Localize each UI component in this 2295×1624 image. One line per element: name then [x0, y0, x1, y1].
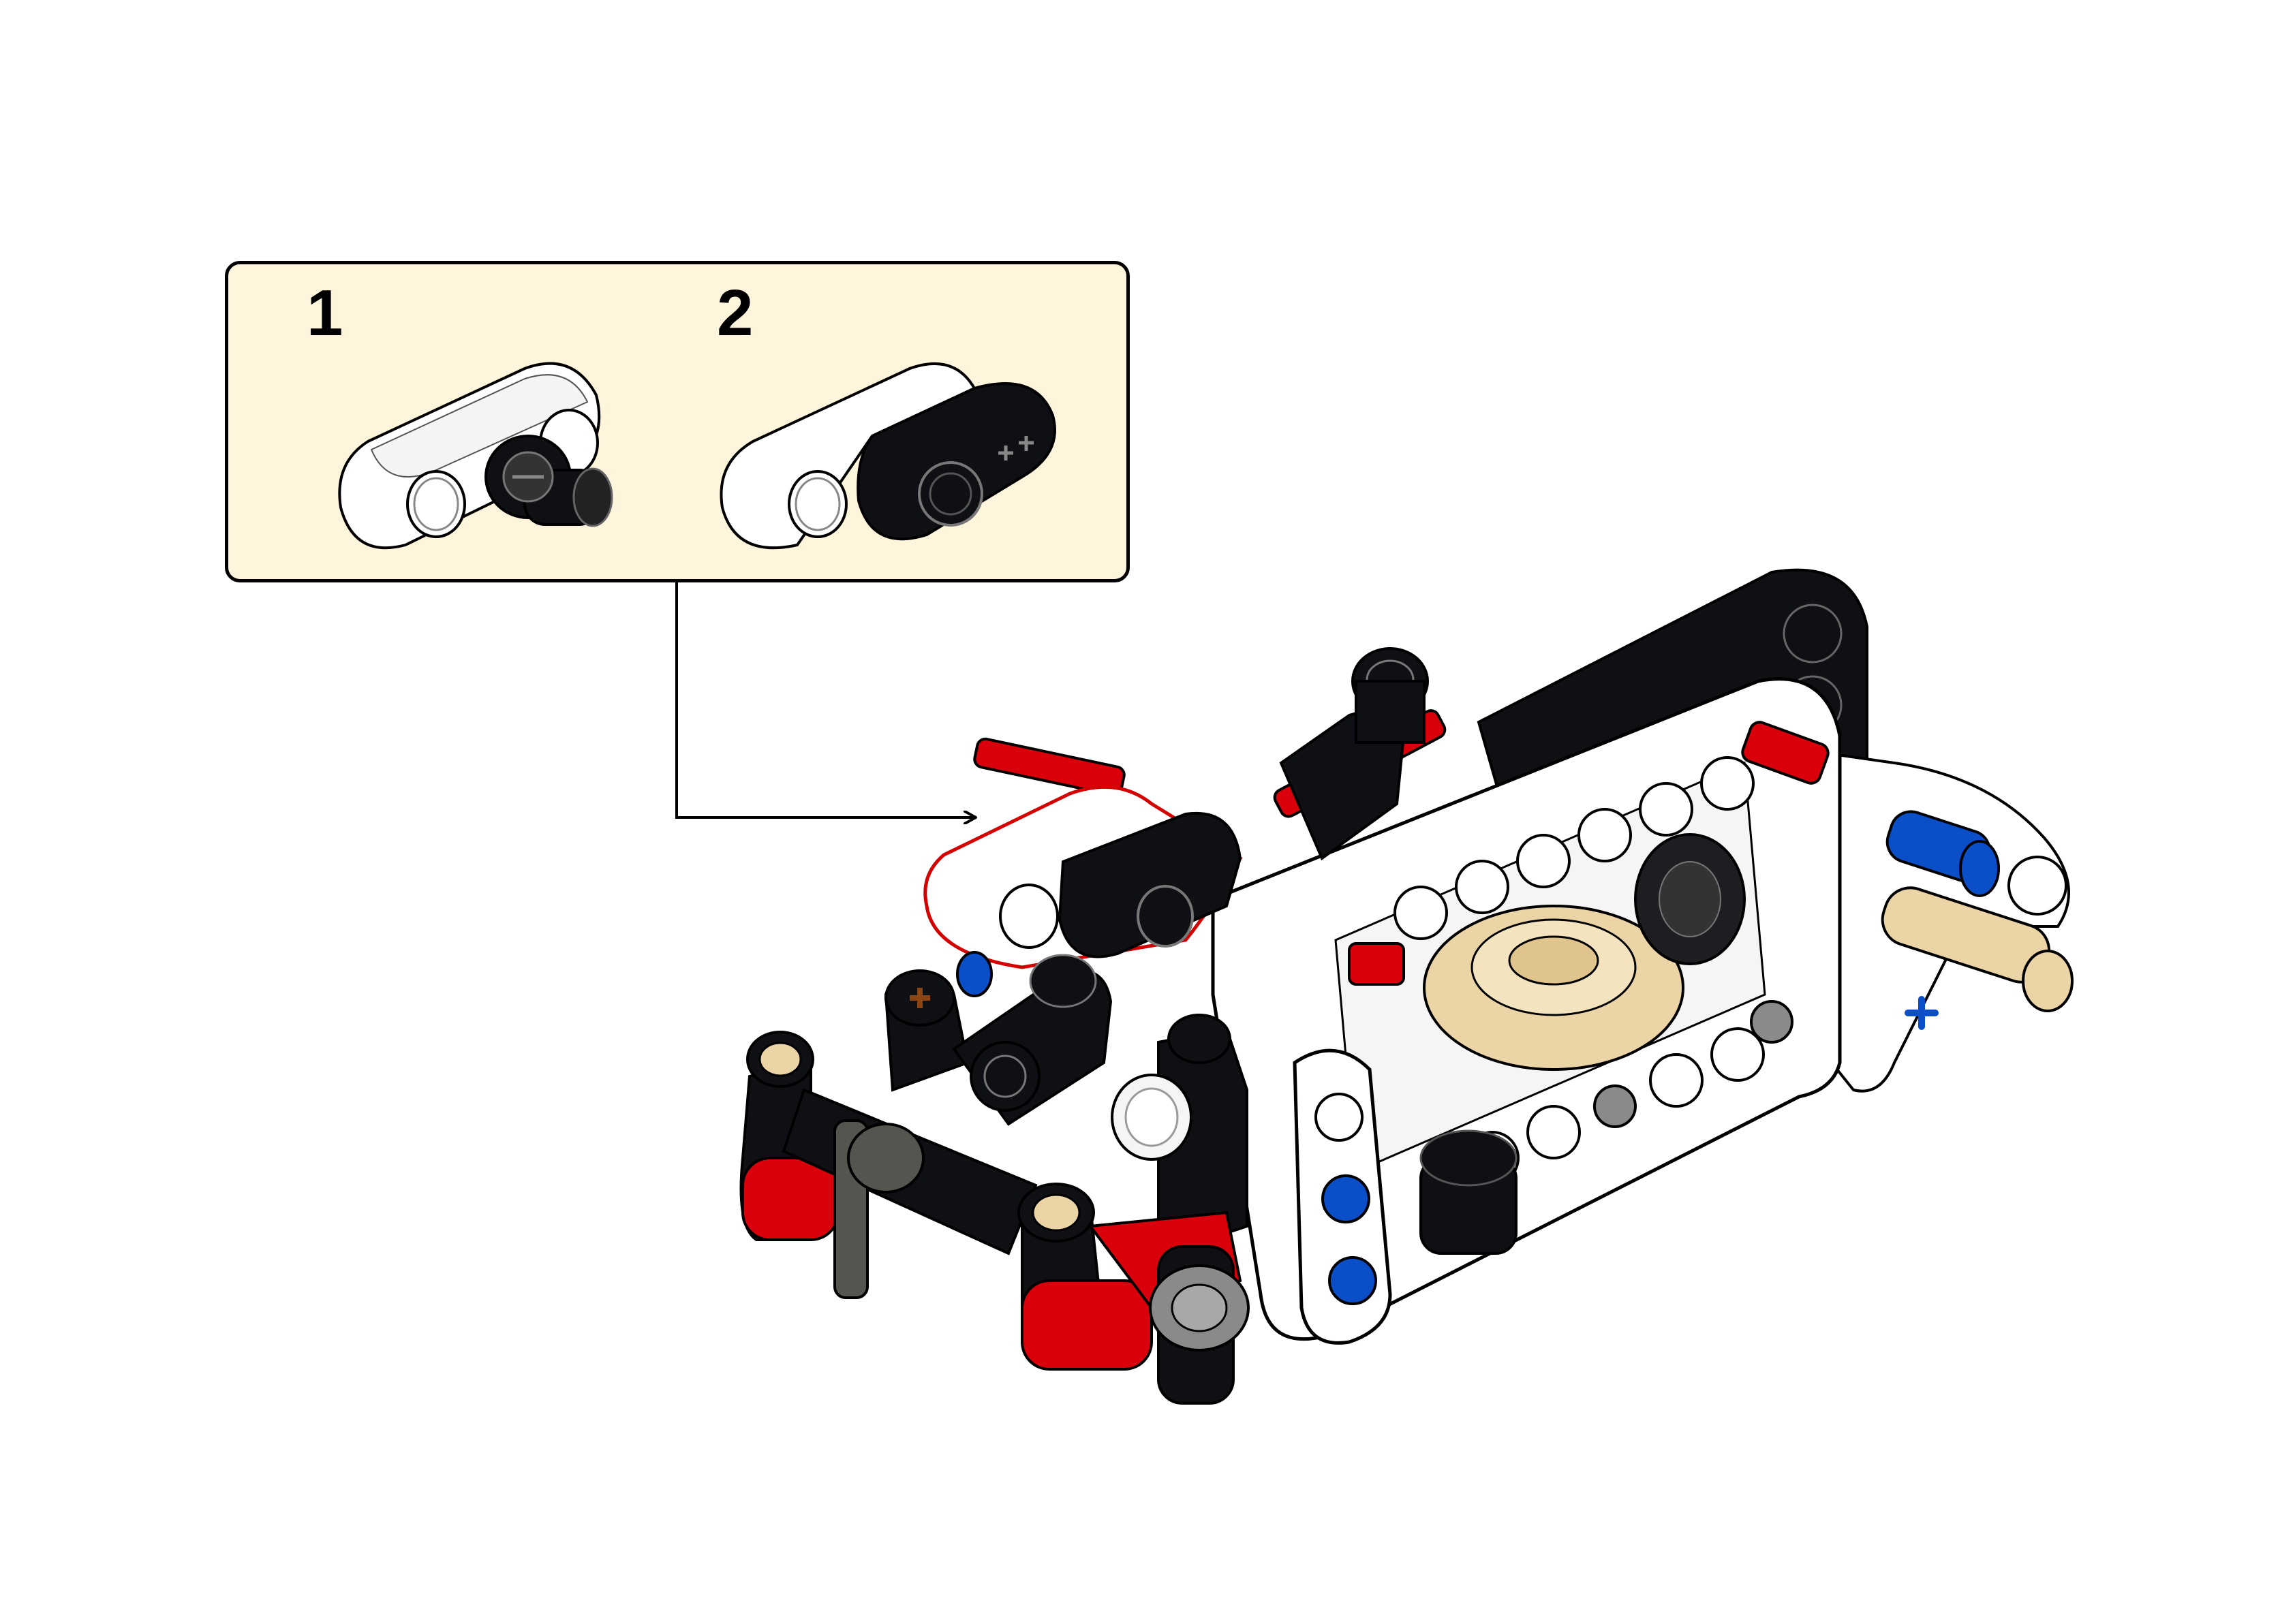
black-beam-icon — [857, 382, 1056, 541]
tan-gear — [1423, 905, 1684, 1071]
white-vertical-beam — [1293, 1048, 1392, 1345]
white-beam-icon — [338, 362, 601, 550]
blue-axle-mark-icon — [1905, 996, 1939, 1030]
substep-number-1: 1 — [307, 277, 343, 349]
black-axle-connector — [884, 951, 1113, 1126]
substep-1-illustration — [338, 362, 613, 550]
black-bush — [1419, 1129, 1518, 1255]
substep-number-2: 2 — [717, 277, 754, 349]
bottom-red-connector — [1017, 1183, 1250, 1405]
tan-pin — [1881, 886, 2074, 1012]
angle-connector — [1111, 1014, 1248, 1249]
black-connector-top — [1279, 647, 1429, 861]
white-beam-icon — [720, 362, 976, 550]
callout-pointer-arrow — [675, 582, 974, 817]
gray-pin — [833, 1119, 925, 1299]
assembled-model — [739, 568, 2074, 1405]
highlighted-new-part — [923, 785, 1243, 969]
black-connector-icon — [484, 435, 613, 527]
black-gear — [1634, 833, 1746, 965]
blue-pin — [1885, 810, 2000, 897]
substep-2-illustration — [720, 362, 1056, 550]
